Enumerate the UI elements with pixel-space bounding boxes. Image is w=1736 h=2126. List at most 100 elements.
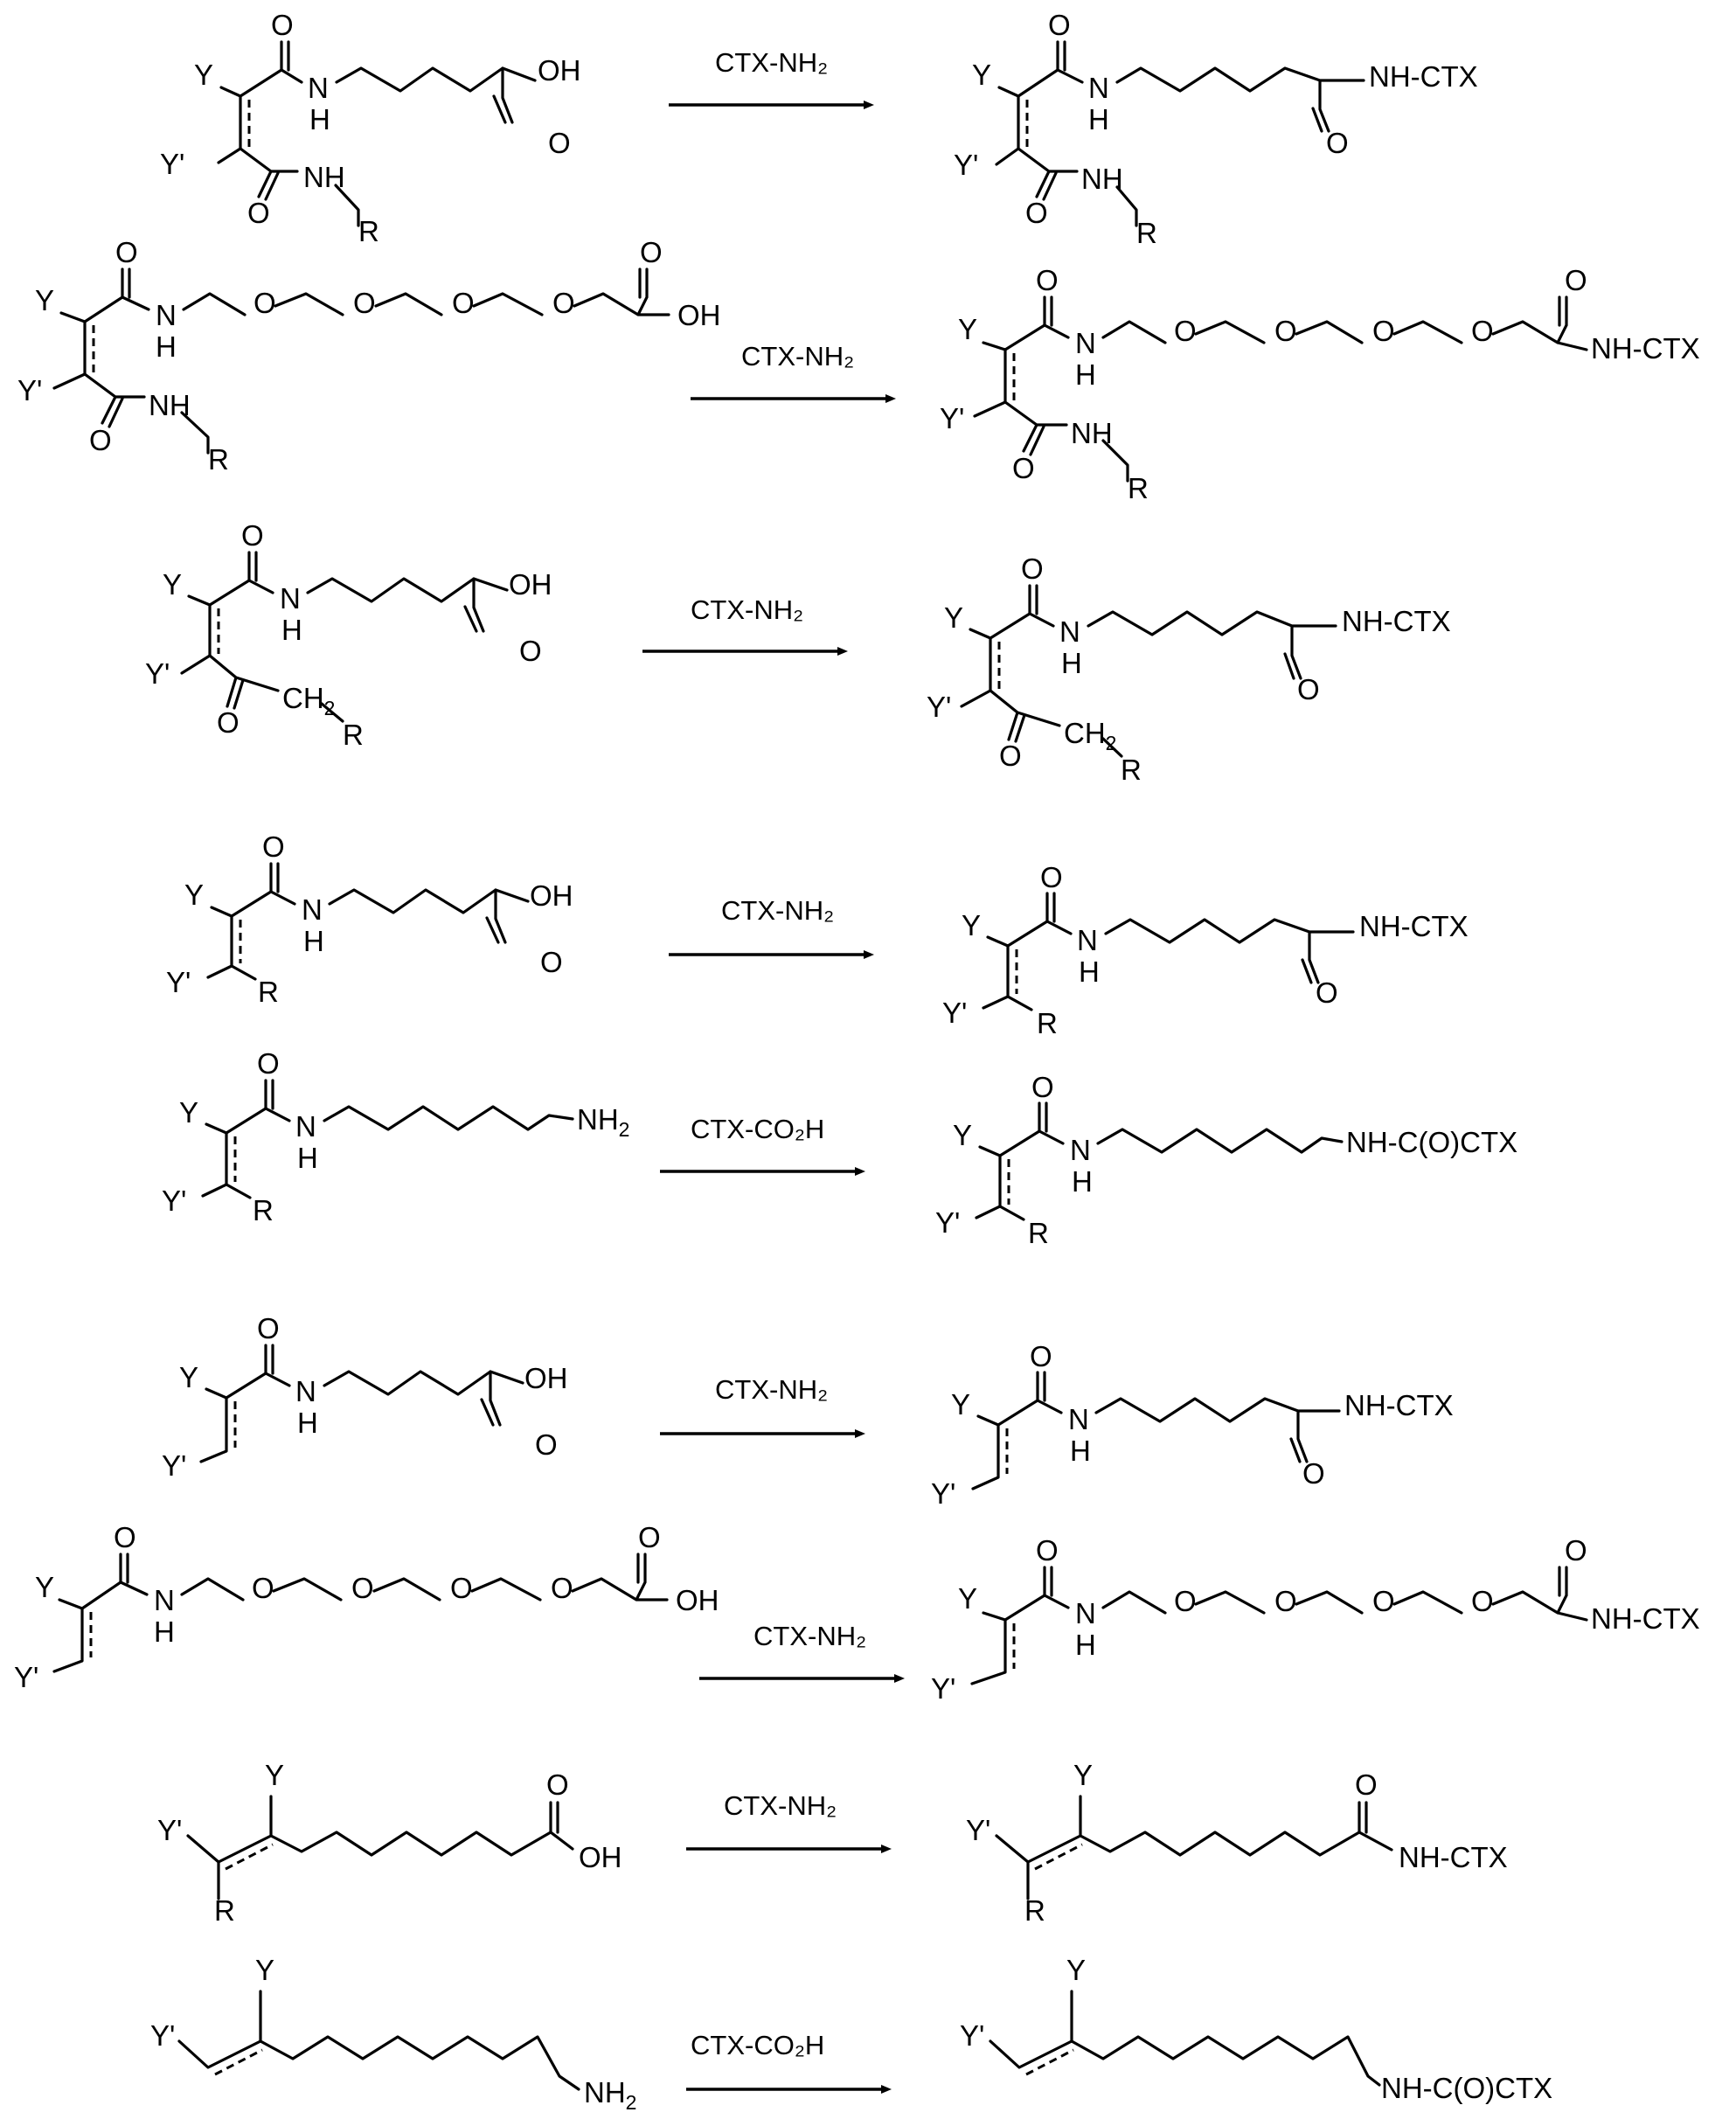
atom-label: R [1136, 217, 1157, 249]
atom-label: H [297, 1142, 318, 1174]
atom-label: O [241, 519, 264, 552]
atom-label: Y [255, 1954, 274, 1986]
atom-label: NH-CTX [1591, 332, 1700, 365]
atom-label: O [257, 1312, 280, 1344]
atom-label: O [351, 1572, 374, 1604]
atom-label: Y [958, 313, 977, 345]
atom-label: Y' [14, 1661, 38, 1693]
atom-label: H [1079, 955, 1100, 988]
reagent-label: CTX-CO₂H [691, 2030, 824, 2060]
reagent-label: CTX-NH₂ [753, 1621, 866, 1651]
atom-label: Y' [954, 149, 978, 181]
atom-label: O [638, 1521, 661, 1553]
atom-label: Y [953, 1119, 972, 1151]
atom-label: R [1121, 754, 1142, 786]
atom-label: OH [524, 1362, 568, 1394]
atom-label: NH-CTX [1399, 1841, 1508, 1873]
atom-label: Y [179, 1096, 198, 1129]
atom-label: Y' [966, 1814, 990, 1846]
atom-label: O [1274, 1585, 1297, 1617]
atom-label: OH [530, 879, 573, 912]
atom-label: Y [958, 1582, 977, 1615]
atom-label: Y [972, 59, 991, 91]
atom-label: O [546, 1768, 569, 1801]
atom-label: Y [163, 568, 182, 601]
atom-label: N [1070, 1134, 1091, 1166]
atom-label: O [1030, 1340, 1052, 1372]
atom-label: H [156, 330, 177, 363]
atom-label: Y [1066, 1954, 1086, 1986]
atom-label: NH-C(O)CTX [1381, 2072, 1552, 2104]
atom-label: H [1072, 1165, 1093, 1198]
reagent-label: CTX-CO₂H [691, 1114, 824, 1144]
atom-label: O [519, 635, 542, 667]
atom-label: H [281, 614, 302, 646]
atom-label: H [309, 103, 330, 135]
atom-label: O [1565, 1534, 1587, 1567]
atom-label: N [1068, 1403, 1089, 1435]
atom-label: H [1075, 1629, 1096, 1661]
atom-label: R [1128, 472, 1149, 504]
atom-label: O [1355, 1768, 1378, 1801]
atom-label: O [1174, 315, 1197, 347]
atom-label: Y' [931, 1477, 955, 1510]
atom-label: O [450, 1572, 473, 1604]
atom-label: N [154, 1584, 175, 1616]
atom-label: Y [35, 284, 54, 316]
atom-label: N [308, 72, 329, 104]
atom-label: O [1021, 552, 1044, 585]
atom-label: Y' [927, 691, 951, 723]
atom-label: O [262, 830, 285, 863]
atom-label: Y' [17, 374, 42, 406]
atom-label: O [1471, 315, 1494, 347]
atom-label: O [247, 197, 270, 229]
atom-label: H [1061, 647, 1082, 679]
atom-label: Y [194, 59, 213, 91]
atom-label: OH [579, 1841, 622, 1873]
atom-label: OH [676, 1584, 719, 1616]
atom-label: H [154, 1615, 175, 1648]
atom-label: N [1075, 327, 1096, 359]
atom-label: N [280, 582, 301, 615]
atom-label: Y' [157, 1814, 182, 1846]
atom-label: Y [944, 601, 963, 634]
atom-label: N [1059, 615, 1080, 648]
atom-label: H [1075, 358, 1096, 391]
reagent-label: CTX-NH₂ [724, 1790, 837, 1821]
atom-label: O [114, 1521, 136, 1553]
atom-label: Y [1073, 1759, 1093, 1791]
atom-label: O [257, 1047, 280, 1080]
reagent-label: CTX-NH₂ [691, 594, 803, 625]
atom-label: R [358, 215, 379, 247]
atom-label: Y [962, 909, 981, 941]
atom-label: O [253, 287, 276, 319]
atom-label: O [540, 946, 563, 978]
atom-label: O [252, 1572, 274, 1604]
atom-label: Y' [162, 1449, 186, 1482]
atom-label: O [1372, 1585, 1395, 1617]
atom-label: Y' [942, 997, 967, 1029]
atom-label: Y [179, 1361, 198, 1393]
atom-label: NH-C(O)CTX [1346, 1126, 1517, 1158]
atom-label: O [535, 1428, 558, 1461]
atom-label: O [548, 127, 571, 159]
atom-label: Y' [166, 966, 191, 998]
atom-label: Y [265, 1759, 284, 1791]
atom-label: O [1040, 861, 1063, 893]
atom-label: N [302, 893, 323, 926]
atom-label: R [208, 443, 229, 476]
atom-label: R [1037, 1007, 1058, 1039]
atom-label: Y' [145, 657, 170, 690]
atom-label: O [353, 287, 376, 319]
atom-label: O [1012, 452, 1035, 484]
reagent-label: CTX-NH₂ [715, 1374, 828, 1405]
atom-label: Y' [940, 402, 964, 434]
atom-label: O [1565, 264, 1587, 296]
atom-label: R [343, 719, 364, 751]
atom-label: NH [1081, 163, 1123, 195]
atom-label: Y' [960, 2019, 984, 2052]
atom-label: NH-CTX [1342, 605, 1451, 637]
atom-label: H [297, 1407, 318, 1439]
atom-label: NH-CTX [1344, 1389, 1454, 1421]
